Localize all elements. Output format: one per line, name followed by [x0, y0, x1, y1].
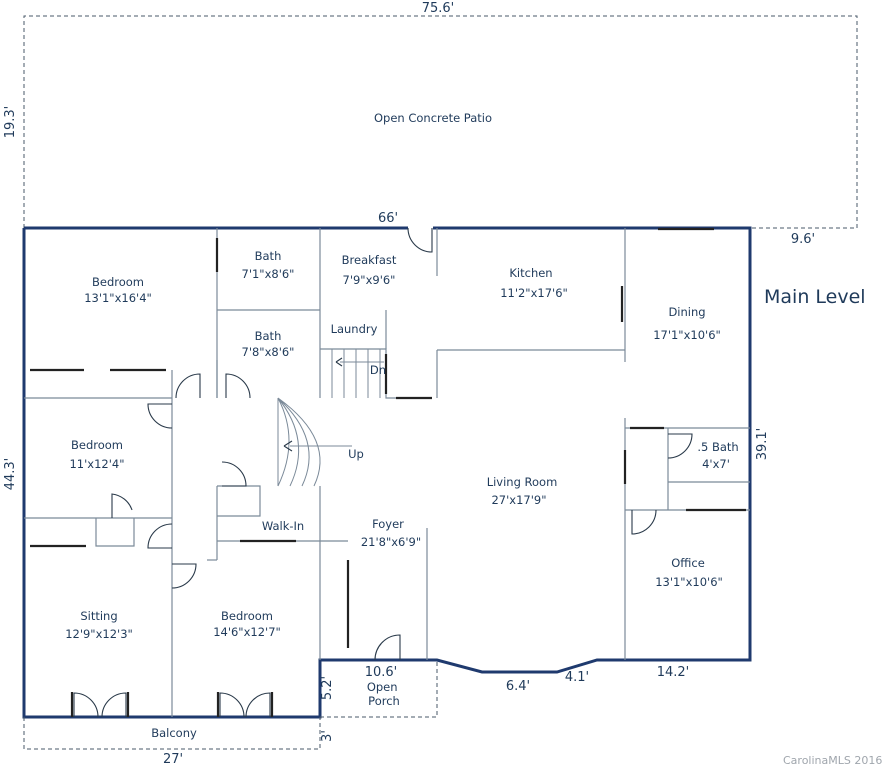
dim-right-offset: 9.6'	[791, 232, 815, 247]
windows	[30, 227, 746, 648]
dim-house-left: 44.3'	[3, 458, 18, 491]
room-size-bedroom-3: 14'6"x12'7"	[213, 625, 281, 639]
room-size-bath-2: 7'8"x8'6"	[242, 345, 295, 359]
stairs	[277, 349, 384, 487]
room-name-bath-1: Bath	[255, 249, 282, 263]
patio-outline	[23, 15, 858, 229]
room-size-half-bath: 4'x7'	[702, 457, 730, 471]
room-name-living: Living Room	[487, 475, 558, 489]
room-name-dining: Dining	[668, 305, 705, 319]
room-name-porch: Open Porch	[367, 680, 401, 708]
room-name-kitchen: Kitchen	[509, 266, 552, 280]
dim-balcony-width: 27'	[163, 752, 183, 767]
room-size-living: 27'x17'9"	[491, 493, 546, 507]
dim-house-top: 66'	[378, 211, 398, 226]
room-size-bedroom-2: 11'x12'4"	[69, 457, 124, 471]
stair-label-up: Up	[348, 447, 364, 461]
dim-bay-side: 4.1'	[565, 670, 589, 685]
room-name-bath-2: Bath	[255, 329, 282, 343]
porch-balcony-outline	[23, 660, 438, 750]
room-name-walk-in: Walk-In	[262, 519, 304, 533]
level-title: Main Level	[764, 286, 866, 308]
dim-balcony-depth: 3'	[320, 730, 335, 742]
mls-credit: CarolinaMLS 2016	[783, 754, 882, 767]
room-labels: Open Concrete Patio Bedroom 13'1"x16'4" …	[65, 111, 738, 740]
dim-house-right: 39.1'	[755, 428, 770, 461]
dim-porch-width: 10.6'	[365, 665, 398, 680]
room-name-breakfast: Breakfast	[342, 253, 397, 267]
room-name-sitting: Sitting	[80, 609, 117, 623]
room-name-bedroom-1: Bedroom	[92, 275, 144, 289]
room-size-kitchen: 11'2"x17'6"	[500, 286, 568, 300]
room-name-balcony: Balcony	[151, 726, 197, 740]
dim-porch-depth: 5.2'	[320, 676, 335, 700]
dim-bay-center: 6.4'	[506, 679, 530, 694]
room-size-bedroom-1: 13'1"x16'4"	[84, 291, 152, 305]
room-name-office: Office	[671, 556, 705, 570]
porch-word-2: Porch	[368, 694, 400, 708]
dim-patio-width: 75.6'	[422, 1, 455, 16]
room-size-foyer: 21'8"x6'9"	[361, 535, 421, 549]
room-name-foyer: Foyer	[372, 517, 404, 531]
room-size-dining: 17'1"x10'6"	[653, 328, 721, 342]
porch-word-1: Open	[367, 680, 398, 694]
doors	[70, 227, 693, 718]
room-size-breakfast: 7'9"x9'6"	[343, 273, 396, 287]
room-size-bath-1: 7'1"x8'6"	[242, 267, 295, 281]
room-name-bedroom-3: Bedroom	[221, 609, 273, 623]
room-name-laundry: Laundry	[331, 322, 378, 336]
room-size-office: 13'1"x10'6"	[655, 575, 723, 589]
stair-label-dn: Dn	[370, 363, 386, 377]
room-name-half-bath: .5 Bath	[697, 440, 738, 454]
room-name-bedroom-2: Bedroom	[71, 438, 123, 452]
dim-patio-depth: 19.3'	[3, 106, 18, 139]
dim-right-bottom: 14.2'	[657, 665, 690, 680]
room-name-patio: Open Concrete Patio	[374, 111, 492, 125]
dimension-labels: 75.6' 19.3' 66' 9.6' 44.3' 39.1' 10.6' 5…	[3, 1, 815, 767]
room-size-sitting: 12'9"x12'3"	[65, 627, 133, 641]
exterior-walls	[22, 226, 752, 719]
